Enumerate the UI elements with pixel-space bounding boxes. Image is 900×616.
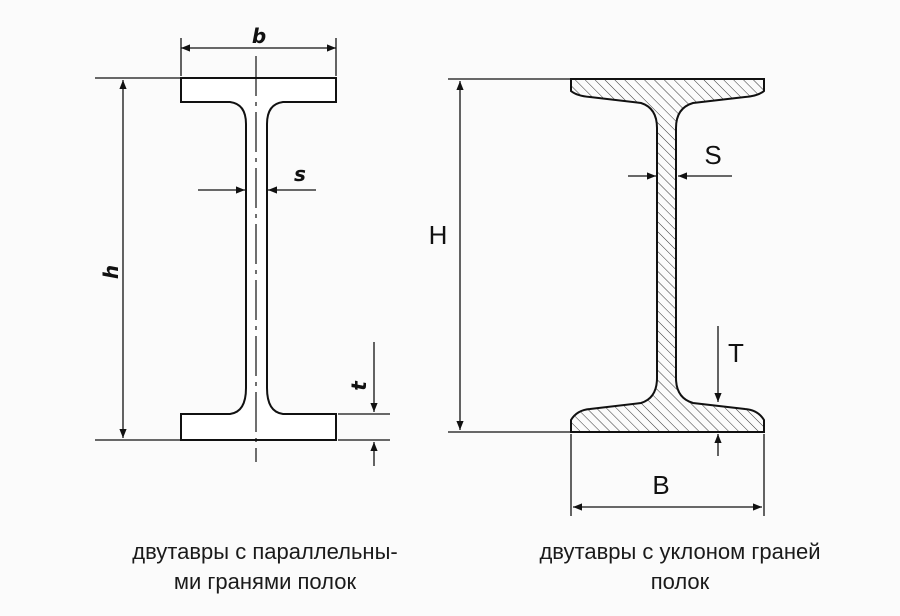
caption-parallel-flange: двутавры с параллельны- ми гранями полок [70,537,460,597]
left-height-dimension [95,77,180,441]
label-H: H [429,220,448,250]
left-width-dimension [180,38,337,76]
label-T: T [728,338,744,368]
label-s: s [294,162,306,186]
parallel-flange-beam [180,77,337,441]
label-t: t [347,380,371,391]
left-flange-dimension [338,342,390,466]
label-S: S [704,140,721,170]
caption-line: двутавры с параллельны- [132,539,398,564]
right-beam-outline [570,78,765,433]
caption-line: двутавры с уклоном граней [539,539,821,564]
label-b: b [252,24,266,48]
label-B: B [652,470,669,500]
caption-line: ми гранями полок [173,569,357,594]
label-h: h [99,265,123,279]
tapered-flange-beam [570,78,765,433]
left-beam-outline [180,77,337,441]
caption-tapered-flange: двутавры с уклоном граней полок [480,537,880,597]
right-height-dimension [448,78,570,433]
right-width-dimension [570,434,765,516]
caption-line: полок [650,569,710,594]
